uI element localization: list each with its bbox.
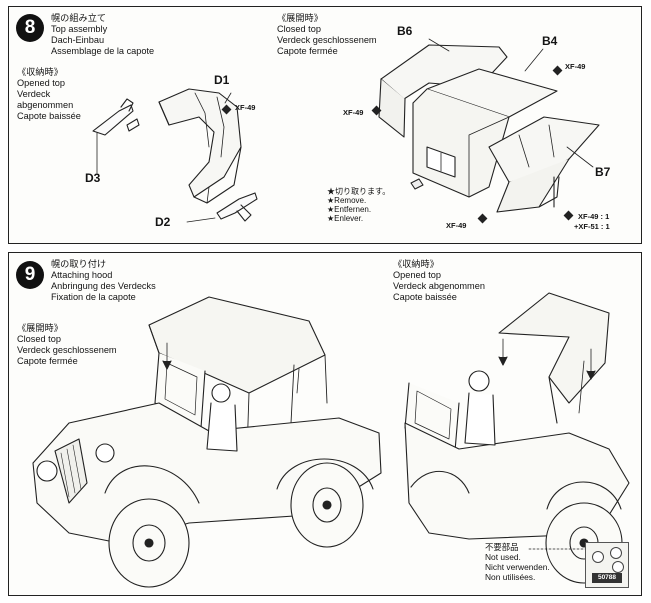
caption-fr: Capote baissée: [393, 292, 457, 302]
part-label-d1: D1: [214, 73, 230, 87]
opened-top-caption: 《収納時》 Opened top Verdeck abgenommen Capo…: [17, 67, 81, 122]
step-9-panel: 9 幌の取り付け Attaching hood Anbringung des V…: [8, 252, 642, 596]
step-9-illustration: [32, 292, 630, 588]
remove-en: ★Remove.: [327, 196, 367, 205]
caption-de-2: abgenommen: [17, 100, 74, 110]
closed-top-caption: 《展開時》 Closed top Verdeck geschlossenem C…: [277, 13, 377, 57]
unused-part-icon: [610, 547, 622, 559]
unused-part-icon: [612, 561, 624, 573]
not-used-en: Not used.: [485, 552, 521, 562]
closed-top-caption: 《展開時》 Closed top Verdeck geschlossenem C…: [17, 323, 117, 367]
closed-top-assembly-drawing: [378, 38, 600, 213]
caption-en: Opened top: [17, 78, 66, 88]
paint-code-d1: XF-49: [235, 103, 256, 112]
caption-jp: 《展開時》: [17, 323, 63, 333]
caption-en: Closed top: [277, 24, 321, 34]
bracket-d3-drawing: [92, 98, 140, 174]
step-number-badge: 9: [16, 261, 44, 289]
step-9-title: 幌の取り付け Attaching hood Anbringung des Ver…: [51, 259, 156, 303]
part-label-d3: D3: [85, 171, 101, 185]
step-8-illustration: [92, 38, 600, 223]
title-fr: Assemblage de la capote: [51, 46, 155, 56]
part-label-d2: D2: [155, 215, 171, 229]
unused-part-icon: [592, 551, 604, 563]
caption-jp: 《収納時》: [17, 67, 63, 77]
not-used-fr: Non utilisées.: [485, 572, 536, 582]
car-opened-top-drawing: [404, 292, 630, 584]
caption-fr: Capote fermée: [277, 46, 338, 56]
paint-code-b6: XF-49: [343, 108, 364, 117]
paint-mix-line-2: +XF-51 : 1: [574, 222, 610, 231]
remove-fr: ★Enlever.: [327, 214, 364, 223]
caption-en: Opened top: [393, 270, 442, 280]
remove-note: ★切り取ります。 ★Remove. ★Entfernen. ★Enlever.: [327, 187, 390, 223]
title-fr: Fixation de la capote: [51, 292, 136, 302]
not-used-de: Nicht verwenden.: [485, 562, 550, 572]
caption-jp: 《収納時》: [393, 259, 439, 269]
remove-de: ★Entfernen.: [327, 205, 372, 214]
part-label-b7: B7: [595, 165, 611, 179]
part-label-b6: B6: [397, 24, 413, 38]
remove-jp: ★切り取ります。: [327, 187, 391, 196]
title-jp: 幌の組み立て: [51, 13, 107, 23]
not-used-jp: 不要部品: [485, 542, 519, 552]
caption-fr: Capote fermée: [17, 356, 78, 366]
car-closed-top-drawing: [32, 296, 382, 588]
bracket-d2-drawing: [186, 192, 258, 223]
title-de: Dach-Einbau: [51, 35, 105, 45]
not-used-text: 不要部品 Not used. Nicht verwenden. Non util…: [485, 542, 550, 582]
folded-top-d1-drawing: [158, 88, 242, 204]
caption-fr: Capote baissée: [17, 111, 81, 121]
opened-top-caption: 《収納時》 Opened top Verdeck abgenommen Capo…: [393, 259, 485, 303]
title-en: Attaching hood: [51, 270, 113, 280]
unused-part-sprue: 50788: [585, 542, 629, 588]
title-de: Anbringung des Verdecks: [51, 281, 156, 291]
part-label-b4: B4: [542, 34, 558, 48]
caption-de: Verdeck geschlossenem: [17, 345, 117, 355]
caption-jp: 《展開時》: [277, 13, 323, 23]
caption-de: Verdeck geschlossenem: [277, 35, 377, 45]
title-jp: 幌の取り付け: [51, 259, 107, 269]
caption-en: Closed top: [17, 334, 61, 344]
caption-de-1: Verdeck: [17, 89, 51, 99]
paint-mix-line-1: XF-49 : 1: [578, 212, 610, 221]
title-en: Top assembly: [51, 24, 108, 34]
paint-code-b4: XF-49: [565, 62, 586, 71]
step-8-title: 幌の組み立て Top assembly Dach-Einbau Assembla…: [51, 13, 154, 57]
not-used-parts-note: 不要部品 Not used. Nicht verwenden. Non util…: [485, 542, 635, 588]
step-number-badge: 8: [16, 14, 44, 42]
step-8-panel: 8 幌の組み立て Top assembly Dach-Einbau Assemb…: [8, 6, 642, 244]
sprue-code: 50788: [592, 573, 622, 583]
paint-code-bottom: XF-49: [446, 221, 467, 230]
caption-de: Verdeck abgenommen: [393, 281, 485, 291]
